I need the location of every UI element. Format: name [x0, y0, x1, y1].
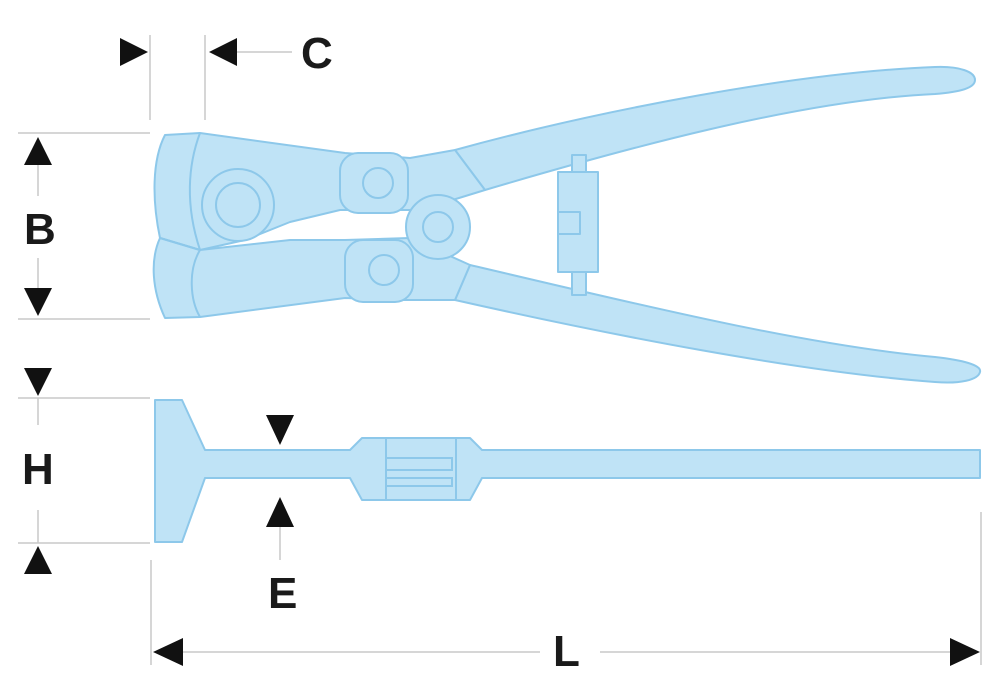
dimension-l: L [150, 512, 982, 676]
dim-l-label: L [553, 627, 580, 676]
dim-c-arrow-left [120, 38, 148, 66]
dim-l-arrow-right [950, 638, 980, 666]
dimension-c: C [120, 29, 333, 120]
joint-slot-upper [386, 457, 453, 471]
joint-slot-lower [386, 477, 453, 487]
dim-e-arrow-up [266, 497, 294, 527]
lower-handle [454, 264, 982, 384]
main-pivot-rivet [215, 182, 261, 228]
pliers-top-view [152, 65, 982, 384]
center-link-rivet [422, 211, 454, 243]
upper-jaw-bevel [188, 132, 201, 251]
dim-c-label: C [301, 29, 333, 78]
dimension-e: E [266, 415, 297, 618]
jaw-seam [159, 237, 201, 251]
dim-l-arrow-left [153, 638, 183, 666]
upper-link-rivet [362, 167, 394, 199]
lower-link-rivet [368, 254, 400, 286]
dim-c-arrow-right [209, 38, 237, 66]
dimension-b: B [18, 132, 150, 320]
dim-b-label: B [24, 205, 56, 254]
dim-h-arrow-up [24, 546, 52, 574]
upper-handle [454, 65, 976, 191]
pliers-edge-view [154, 399, 981, 543]
dimension-h: H [18, 368, 150, 574]
edge-profile [154, 399, 981, 543]
dim-e-arrow-down [266, 415, 294, 445]
dim-b-arrow-down [24, 288, 52, 316]
dim-b-arrow-up [24, 137, 52, 165]
dim-e-label: E [268, 569, 297, 618]
lower-jaw-bevel [190, 249, 201, 318]
dim-h-label: H [22, 445, 54, 494]
stop-latch [557, 211, 581, 235]
dim-h-arrow-down [24, 368, 52, 396]
